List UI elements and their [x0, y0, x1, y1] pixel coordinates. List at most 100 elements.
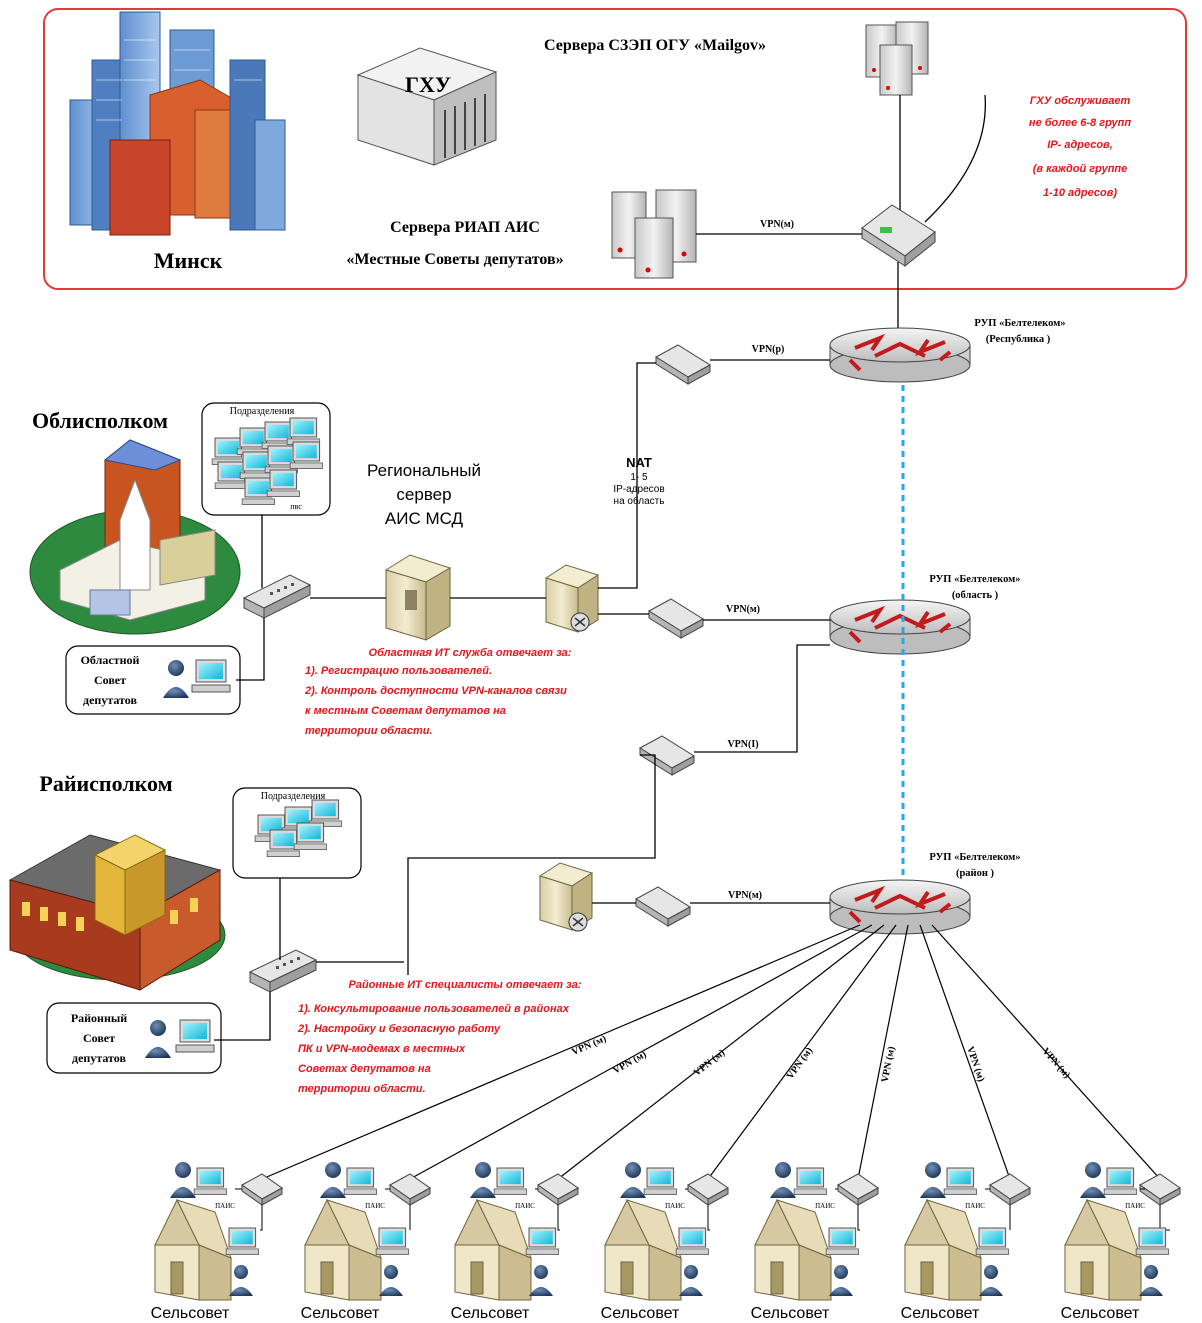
village-user-icon — [920, 1162, 946, 1198]
village-vpn-label: VPN (м) — [785, 1046, 815, 1082]
rayon-server-icon — [538, 862, 594, 932]
village-pc-label: ПАИС — [515, 1202, 535, 1210]
mailgov-label: Сервера СЗЭП ОГУ «Mailgov» — [544, 37, 766, 54]
village-modem-icon — [537, 1173, 579, 1206]
rayon-council-pc-icon — [175, 1019, 215, 1053]
pc-icon — [289, 441, 323, 469]
village-user-icon — [529, 1265, 553, 1296]
oblast-subdivisions-label: Подразделения — [230, 406, 295, 417]
svg-text:на область: на область — [614, 495, 665, 507]
svg-text:2). Контроль доступности VPN-к: 2). Контроль доступности VPN-каналов свя… — [304, 685, 567, 697]
router-oblast-sublabel: (область ) — [952, 590, 999, 601]
village-pc-icon — [825, 1227, 859, 1256]
svg-text:к местным Советам депутатов на: к местным Советам депутатов на — [305, 705, 506, 717]
pc-icon — [266, 829, 300, 858]
village-link-line — [931, 924, 1161, 1180]
village-house-icon — [304, 1198, 382, 1301]
village-pc-icon — [193, 1167, 227, 1196]
router-oblast-label: РУП «Белтелеком» — [929, 574, 1020, 585]
village-vpn-label: VPN (м) — [964, 1045, 986, 1083]
village-pc-label: ПАИС — [965, 1202, 985, 1210]
village-unit: VPN (м) ПАИС Сельсовет — [601, 924, 897, 1322]
pc-icon — [214, 461, 248, 489]
village-modem-icon — [687, 1173, 729, 1206]
svg-text:2). Настройку и безопасную ра: 2). Настройку и безопасную работу — [297, 1023, 501, 1035]
village-unit: VPN (м) ПАИС Сельсовет — [151, 924, 861, 1322]
village-vpn-label: VPN (м) — [570, 1033, 608, 1058]
vpn-oblast-label: VPN(м) — [726, 604, 760, 615]
village-modem-icon — [389, 1173, 431, 1206]
village-user-icon — [770, 1162, 796, 1198]
village-pc-icon — [675, 1227, 709, 1256]
minsk-city-icon — [69, 11, 286, 236]
svg-text:Областная ИТ служба отвечает з: Областная ИТ служба отвечает за: — [369, 647, 572, 659]
pc-icon — [286, 417, 320, 445]
village-user-icon — [379, 1265, 403, 1296]
village-unit: VPN (м) ПАИС Сельсовет — [751, 924, 909, 1322]
village-link-line — [557, 924, 885, 1180]
village-modem-icon — [1139, 1173, 1181, 1206]
village-user-icon — [1139, 1265, 1163, 1296]
svg-text:IP- адресов,: IP- адресов, — [1047, 139, 1113, 151]
village-house-icon — [1064, 1198, 1142, 1301]
rayon-council-label-3: депутатов — [72, 1051, 126, 1065]
village-label: Сельсовет — [451, 1305, 530, 1322]
svg-text:ПК и VPN-модемах в местных: ПК и VPN-модемах в местных — [298, 1043, 466, 1055]
village-label: Сельсовет — [301, 1305, 380, 1322]
village-label: Сельсовет — [751, 1305, 830, 1322]
village-vpn-label: VPN (м) — [880, 1046, 898, 1084]
oblast-council-pc-icon — [191, 659, 231, 693]
village-pc-label: ПАИС — [365, 1202, 385, 1210]
village-vpn-label: VPN (м) — [611, 1049, 648, 1077]
svg-text:ГХУ обслуживает: ГХУ обслуживает — [1030, 95, 1131, 107]
oblast-council-label-2: Совет — [94, 673, 126, 687]
village-pc-icon — [1103, 1167, 1137, 1196]
village-house-icon — [904, 1198, 982, 1301]
ghu-vpn-label: VPN(м) — [760, 219, 794, 230]
village-pc-icon — [643, 1167, 677, 1196]
village-user-icon — [829, 1265, 853, 1296]
pc-icon — [266, 469, 300, 497]
pc-icon — [308, 799, 342, 828]
village-pc-icon — [493, 1167, 527, 1196]
village-pc-icon — [793, 1167, 827, 1196]
router-rayon-icon — [829, 879, 971, 935]
svg-text:(в каждой группе: (в каждой группе — [1033, 163, 1128, 175]
village-pc-icon — [975, 1227, 1009, 1256]
village-link-line — [261, 924, 861, 1180]
village-user-icon — [1080, 1162, 1106, 1198]
village-link-line — [409, 924, 873, 1180]
village-modem-icon — [837, 1173, 879, 1206]
router-republic-label: РУП «Белтелеком» — [974, 318, 1065, 329]
regional-server-label: Региональный сервер АИС МСД — [367, 461, 481, 528]
village-modem-icon — [989, 1173, 1031, 1206]
router-republic-sublabel: (Республика ) — [986, 334, 1051, 345]
village-vpn-label: VPN (м) — [692, 1047, 727, 1078]
svg-text:не более 6-8 групп: не более 6-8 групп — [1029, 117, 1131, 129]
oblast-council-user-icon — [163, 660, 189, 698]
svg-text:1-10 адресов): 1-10 адресов) — [1043, 187, 1117, 199]
rayon-switch-icon — [248, 949, 318, 993]
village-house-icon — [754, 1198, 832, 1301]
village-modem-icon — [241, 1173, 283, 1206]
village-user-icon — [679, 1265, 703, 1296]
svg-text:1). Регистрацию пользователей.: 1). Регистрацию пользователей. — [305, 665, 492, 677]
oblast-council-label-3: депутатов — [83, 693, 137, 707]
router-oblast-icon — [829, 599, 971, 655]
riap-label-line2: «Местные Советы депутатов» — [346, 251, 563, 268]
rayon-council-label-2: Совет — [83, 1031, 115, 1045]
svg-text:Районные ИТ специалисты отве: Районные ИТ специалисты отвечает за: — [349, 979, 582, 991]
village-user-icon — [170, 1162, 196, 1198]
router-rayon-sublabel: (район ) — [956, 868, 995, 879]
svg-text:Региональный: Региональный — [367, 461, 481, 480]
oblast-pc-label: пвс — [290, 502, 302, 511]
village-pc-label: ПАИС — [815, 1202, 835, 1210]
ghu-note: ГХУ обслуживает не более 6-8 групп IP- а… — [1029, 95, 1131, 199]
nat-server-icon — [544, 564, 600, 633]
oblast-title: Облисполком — [32, 408, 168, 433]
village-pc-label: ПАИС — [1125, 1202, 1145, 1210]
oblast-council-label: Областной — [81, 653, 140, 667]
